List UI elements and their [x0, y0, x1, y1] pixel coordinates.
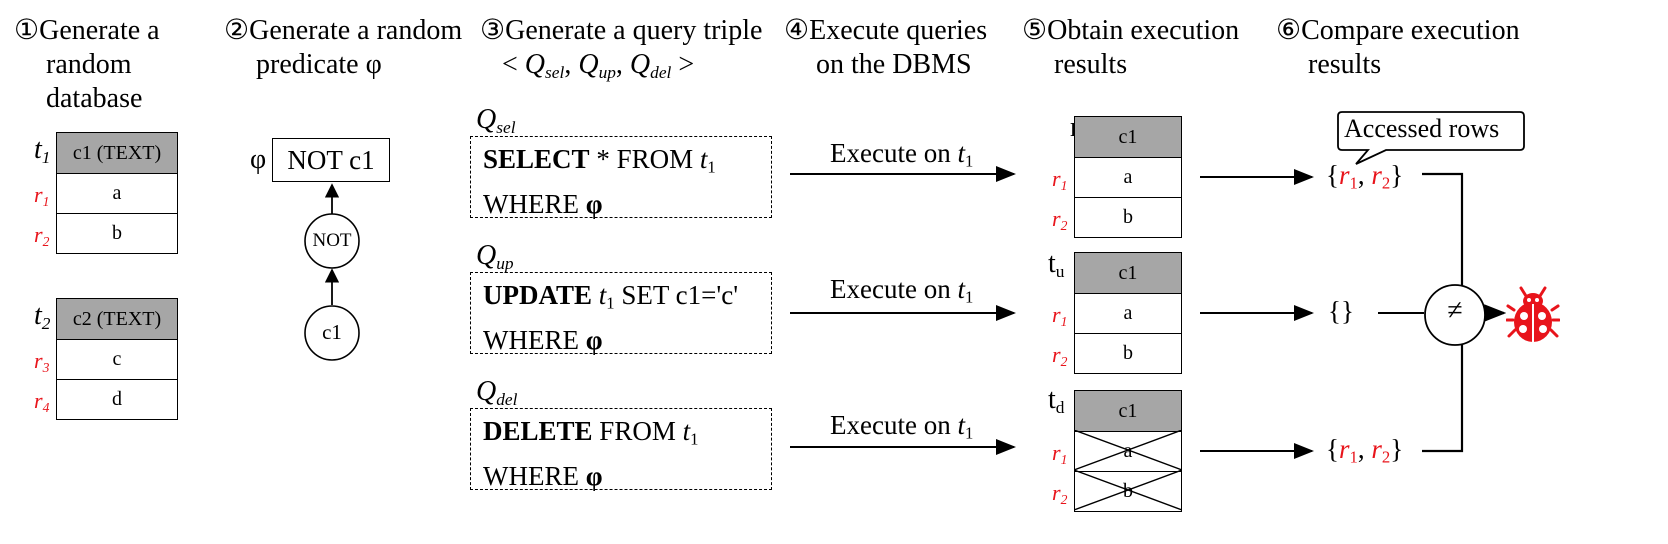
table-header: c1: [1075, 253, 1181, 293]
table-cell: b: [1075, 197, 1181, 237]
row-label: r4: [34, 388, 50, 415]
query-up-name: Qup: [476, 240, 514, 273]
tree-node-not-label: NOT: [312, 230, 352, 251]
accessed-rows-tu: {}: [1328, 296, 1354, 326]
query-update-box: UPDATE t1 SET c1='c' WHERE φ: [470, 272, 772, 355]
tree-node-c1-label: c1: [322, 320, 342, 344]
predicate-box: NOT c1: [272, 138, 390, 182]
deleted-rows-cross: [1074, 430, 1182, 511]
table-cell: a: [57, 173, 177, 213]
row-label: r2: [34, 222, 50, 249]
step-1-heading: ①Generate a random database: [14, 15, 160, 114]
execute-label: Execute on t1: [830, 410, 974, 443]
result-table-rs: c1 a b: [1074, 116, 1182, 238]
table-header: c1: [1075, 117, 1181, 157]
table-header: c1: [1075, 391, 1181, 431]
tree-node-c1: [304, 305, 360, 361]
execute-label: Execute on t1: [830, 138, 974, 171]
table-header: c1 (TEXT): [57, 133, 177, 173]
step-5-heading: ⑤Obtain execution results: [1022, 15, 1240, 80]
row-label: r1: [34, 182, 50, 209]
row-label: r3: [34, 348, 50, 375]
callout-bubble: [1337, 111, 1525, 165]
tree-node-not: [304, 213, 360, 269]
query-delete-box: DELETE FROM t1 WHERE φ: [470, 408, 772, 491]
phi-symbol: φ: [250, 144, 267, 175]
row-label: r1: [1052, 166, 1068, 193]
accessed-rows-rs: {r1, r2}: [1326, 160, 1404, 193]
predicate-tree: [304, 183, 360, 361]
row-label: r2: [1052, 342, 1068, 369]
step-3-heading: ③Generate a query triple < Qsel, Qup, Qd…: [480, 15, 763, 82]
query-select-box: SELECT * FROM t1 WHERE φ: [470, 136, 772, 219]
result-table-tu: c1 a b: [1074, 252, 1182, 374]
table-cell: a: [1075, 431, 1181, 471]
table-cell: b: [1075, 471, 1181, 511]
row-label: r1: [1052, 302, 1068, 329]
row-label: r2: [1052, 206, 1068, 233]
result-label-tu: tu: [1048, 248, 1065, 281]
step-4-heading: ④Execute queries on the DBMS: [784, 15, 988, 80]
query-del-name: Qdel: [476, 376, 518, 409]
row-label: r2: [1052, 480, 1068, 507]
not-equal-symbol: ≠: [1447, 295, 1463, 326]
table-t1: c1 (TEXT) a b: [56, 132, 178, 254]
execute-label: Execute on t1: [830, 274, 974, 307]
table-t2-label: t2: [34, 300, 51, 333]
accessed-rows-td: {r1, r2}: [1326, 434, 1404, 467]
table-cell: a: [1075, 157, 1181, 197]
row-label: r1: [1052, 440, 1068, 467]
step-6-heading: ⑥Compare execution results: [1276, 15, 1520, 80]
result-table-td: c1 a b: [1074, 390, 1182, 512]
table-t1-label: t1: [34, 134, 51, 167]
table-header: c2 (TEXT): [57, 299, 177, 339]
accessed-rows-callout: Accessed rows: [1344, 114, 1500, 143]
result-label-td: td: [1048, 384, 1065, 417]
table-t2: c2 (TEXT) c d: [56, 298, 178, 420]
table-cell: b: [57, 213, 177, 253]
compare-circle: [1424, 284, 1486, 346]
step-2-heading: ②Generate a random predicate φ: [224, 15, 463, 80]
query-sel-name: Qsel: [476, 104, 516, 137]
ladybug-icon: [1506, 286, 1560, 342]
table-cell: d: [57, 379, 177, 419]
table-cell: c: [57, 339, 177, 379]
table-cell: a: [1075, 293, 1181, 333]
table-cell: b: [1075, 333, 1181, 373]
